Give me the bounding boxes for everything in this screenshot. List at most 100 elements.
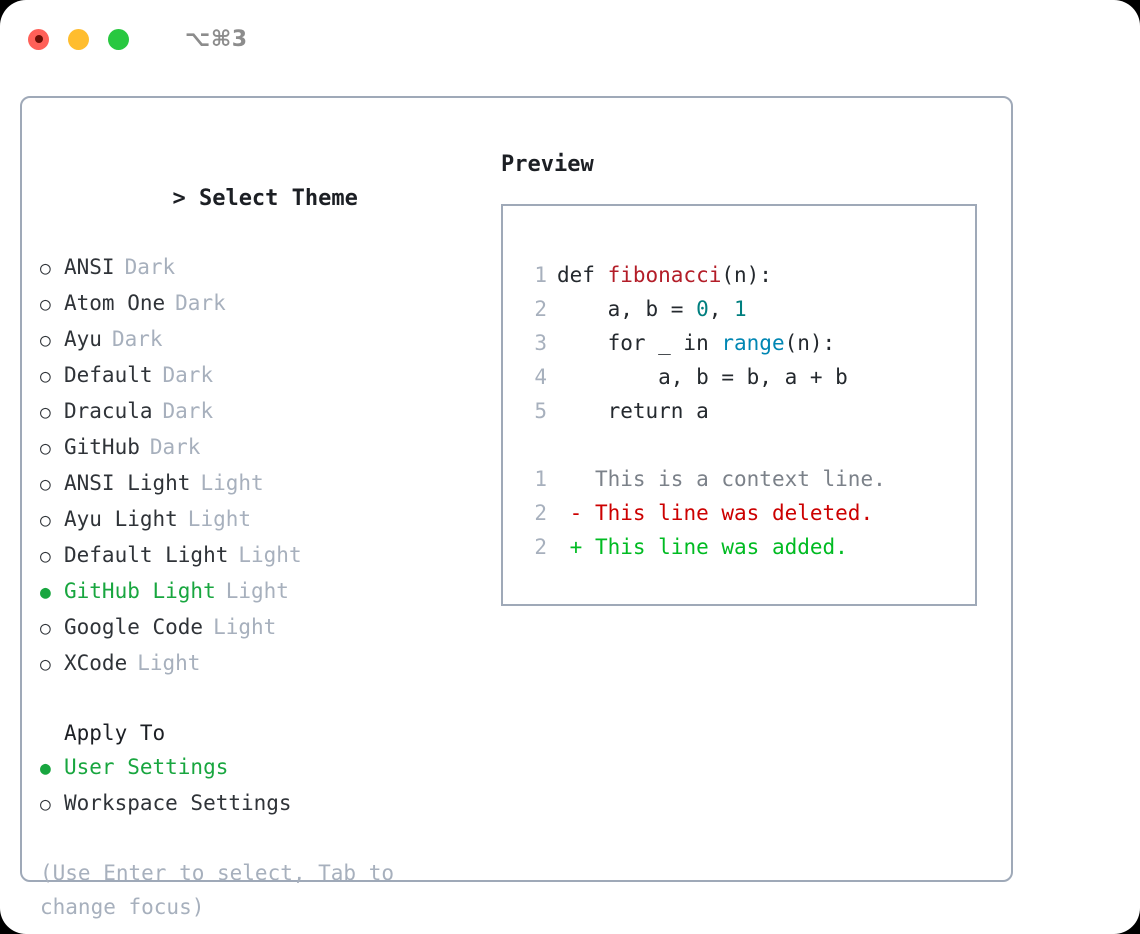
diff-line-del: 2 - This line was deleted. — [521, 496, 975, 530]
theme-option-default-light[interactable]: ○ Default Light Light — [40, 538, 480, 574]
theme-option-label: GitHub Light — [64, 579, 216, 603]
theme-option-label: Default Light — [64, 543, 229, 567]
theme-option-label: Dracula — [64, 399, 153, 423]
code-line: 3 for _ in range(n): — [521, 326, 975, 360]
diff-line-add: 2 + This line was added. — [521, 530, 975, 564]
radio-unselected-icon: ○ — [40, 438, 51, 459]
caret-prompt-icon: > — [172, 186, 186, 211]
apply-to-heading: Apply To — [64, 721, 166, 745]
select-theme-heading: > Select Theme — [40, 148, 480, 250]
code-token-plain: a, b = — [557, 297, 697, 321]
theme-variant-badge: Light — [200, 471, 264, 495]
diff-marker: + — [557, 535, 595, 559]
theme-variant-badge: Light — [238, 543, 302, 567]
theme-variant-badge: Light — [187, 507, 252, 531]
code-token-call: range — [721, 331, 785, 355]
line-number: 1 — [534, 467, 547, 491]
theme-variant-badge: Dark — [149, 435, 201, 459]
radio-selected-icon: ● — [40, 758, 51, 779]
apply-to-option-workspace-settings[interactable]: ○Workspace Settings — [40, 786, 480, 822]
code-line-text: for _ in range(n): — [557, 326, 836, 360]
radio-unselected-icon: ○ — [40, 294, 51, 315]
line-number: 3 — [534, 331, 547, 355]
theme-option-label: Atom One — [64, 291, 166, 315]
code-line: 4 a, b = b, a + b — [521, 360, 975, 394]
code-token-num: 1 — [734, 297, 747, 321]
theme-option-dracula[interactable]: ○ Dracula Dark — [40, 394, 480, 430]
theme-option-label: ANSI — [64, 255, 115, 279]
maximize-window-button[interactable] — [108, 28, 129, 50]
keyboard-hint-text: (Use Enter to select, Tab to change focu… — [40, 861, 395, 919]
theme-option-xcode[interactable]: ○ XCode Light — [40, 646, 480, 682]
theme-option-atom-one[interactable]: ○ Atom One Dark — [40, 286, 480, 322]
keyboard-shortcut-label: ⌥⌘3 — [185, 26, 248, 52]
diff-sample: 1 This is a context line.2 - This line w… — [521, 462, 975, 564]
theme-option-ayu[interactable]: ○ Ayu Dark — [40, 322, 480, 358]
theme-option-github-light[interactable]: ● GitHub Light Light — [40, 574, 480, 610]
code-token-plain: , — [708, 297, 735, 321]
theme-option-label: ANSI Light — [64, 471, 191, 495]
code-token-num: 0 — [696, 297, 709, 321]
radio-unselected-icon: ○ — [40, 654, 51, 675]
code-line-text: def fibonacci(n): — [557, 258, 772, 292]
theme-option-label: Ayu Light — [64, 507, 178, 531]
diff-marker — [557, 462, 595, 496]
radio-unselected-icon: ○ — [40, 618, 51, 639]
radio-unselected-icon: ○ — [40, 546, 51, 567]
theme-option-label: XCode — [64, 651, 128, 675]
diff-line-ctx: 1 This is a context line. — [521, 462, 975, 496]
line-number: 5 — [534, 399, 547, 423]
title-bar: ⌥⌘3 — [0, 0, 1140, 78]
code-line: 2 a, b = 0, 1 — [521, 292, 975, 326]
theme-variant-badge: Light — [137, 651, 201, 675]
apply-to-option-list: ● User Settings ○Workspace Settings — [40, 750, 480, 822]
apply-to-option-label: User Settings — [64, 755, 229, 779]
theme-option-ayu-light[interactable]: ○ Ayu Light Light — [40, 502, 480, 538]
traffic-lights — [28, 28, 129, 50]
apply-to-option-user-settings[interactable]: ● User Settings — [40, 750, 480, 786]
theme-variant-badge: Dark — [175, 291, 226, 315]
line-number: 2 — [534, 535, 547, 559]
radio-selected-icon: ● — [40, 582, 51, 603]
code-line: 1 def fibonacci(n): — [521, 258, 975, 292]
theme-variant-badge: Dark — [162, 399, 214, 423]
theme-variant-badge: Dark — [124, 255, 176, 279]
diff-marker: - — [557, 501, 595, 525]
code-token-plain: def — [557, 263, 608, 287]
line-number: 4 — [534, 365, 547, 389]
minimize-window-button[interactable] — [68, 28, 89, 50]
diff-line-text: This line was deleted. — [594, 501, 874, 525]
theme-option-label: Ayu — [64, 327, 102, 351]
theme-option-label: Google Code — [64, 615, 204, 639]
close-window-button[interactable] — [28, 28, 49, 50]
theme-variant-badge: Dark — [111, 327, 163, 351]
theme-variant-badge: Light — [213, 615, 277, 639]
radio-unselected-icon: ○ — [40, 330, 51, 351]
theme-variant-badge: Light — [225, 579, 289, 603]
diff-line-text: This is a context line. — [594, 467, 886, 491]
theme-option-google-code[interactable]: ○ Google Code Light — [40, 610, 480, 646]
radio-unselected-icon: ○ — [40, 510, 51, 531]
code-line: 5 return a — [521, 394, 975, 428]
code-token-plain: a, b = b, a + b — [557, 365, 848, 389]
select-theme-heading-label: Select Theme — [198, 186, 358, 211]
line-number: 1 — [534, 263, 547, 287]
code-token-plain: (n): — [784, 331, 836, 355]
code-line-text: return a — [557, 394, 709, 428]
code-token-plain: for _ in — [557, 331, 722, 355]
spacer — [40, 682, 480, 716]
radio-unselected-icon: ○ — [40, 366, 51, 387]
radio-unselected-icon: ○ — [40, 402, 51, 423]
code-line-text: a, b = b, a + b — [557, 360, 848, 394]
theme-variant-badge: Dark — [162, 363, 214, 387]
